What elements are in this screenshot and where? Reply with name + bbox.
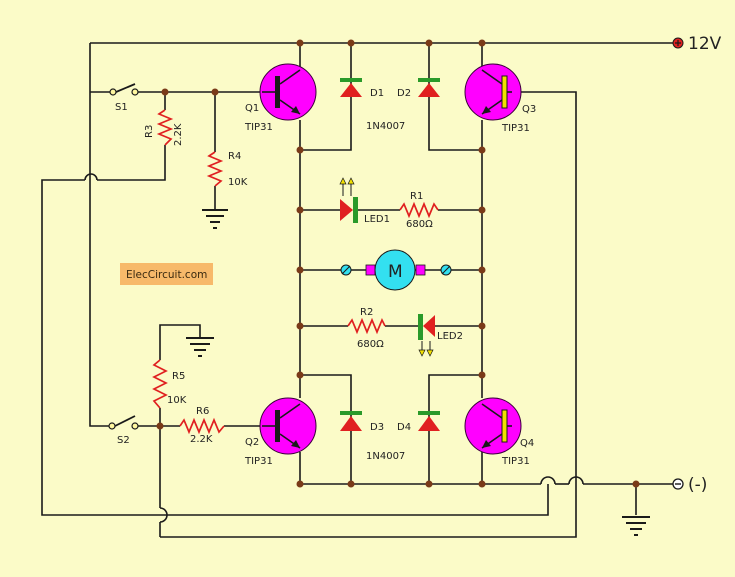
transistor-q2-part: TIP31: [244, 456, 273, 467]
ground-symbol: [186, 337, 214, 357]
resistor-r5-label: R5: [172, 371, 185, 382]
transistor-q3: Q3 TIP31: [464, 63, 536, 134]
diode-d3-label: D3: [370, 422, 384, 433]
diode-d1-label: D1: [370, 88, 384, 99]
led2-label: LED2: [437, 331, 463, 342]
led1-label: LED1: [364, 214, 390, 225]
watermark-text: ElecCircuit.com: [126, 269, 207, 281]
negative-supply-label: (-): [688, 475, 707, 495]
resistor-r6-value: 2.2K: [190, 434, 213, 445]
resistor-r6: R6 2.2K: [179, 406, 225, 445]
diode-d1: D1: [340, 78, 384, 99]
diode-part-top: 1N4007: [366, 121, 405, 132]
diode-d2: D2: [397, 78, 440, 99]
transistor-q3-label: Q3: [522, 104, 536, 115]
resistor-r5-value: 10K: [167, 395, 187, 406]
transistor-q1: Q1 TIP31: [244, 63, 317, 133]
diode-d3: D3: [340, 411, 384, 433]
switch-s1-label: S1: [115, 102, 128, 113]
resistor-r1-label: R1: [410, 191, 423, 202]
resistor-r4-label: R4: [228, 151, 241, 162]
switch-s2: S2: [108, 415, 139, 446]
resistor-r1-value: 680Ω: [406, 219, 433, 230]
motor: M: [340, 249, 452, 291]
transistor-q3-part: TIP31: [501, 123, 530, 134]
transistor-q1-label: Q1: [245, 103, 259, 114]
resistor-r4: R4 10K: [206, 151, 248, 188]
transistor-q4-part: TIP31: [501, 456, 530, 467]
junction-dots: [156, 39, 640, 488]
resistor-r3-label: R3: [144, 125, 155, 138]
resistor-r3-value: 2.2K: [173, 123, 184, 146]
resistor-r3: R3 2.2K: [144, 109, 184, 146]
wiring: [41, 42, 676, 538]
supply-voltage-label: 12V: [688, 34, 722, 54]
diode-d4-label: D4: [397, 422, 411, 433]
watermark: ElecCircuit.com: [120, 263, 213, 285]
transistor-q2: Q2 TIP31: [244, 397, 317, 467]
ground-symbol: [202, 209, 228, 229]
resistor-r2-value: 680Ω: [357, 339, 384, 350]
resistor-r5: R5 10K: [152, 359, 187, 409]
transistor-q1-part: TIP31: [244, 122, 273, 133]
switch-s2-label: S2: [117, 435, 130, 446]
transistor-q4-label: Q4: [520, 438, 534, 449]
transistor-q4: Q4 TIP31: [464, 397, 534, 467]
ground-symbol: [622, 516, 650, 536]
resistor-r2: R2 680Ω: [347, 307, 386, 350]
negative-terminal: (-): [672, 475, 707, 495]
resistor-r6-label: R6: [196, 406, 209, 417]
resistor-r4-value: 10K: [228, 177, 248, 188]
switch-s1: S1: [109, 83, 139, 113]
transistor-q2-label: Q2: [245, 437, 259, 448]
led1: LED1: [339, 177, 390, 225]
resistor-r1: R1 680Ω: [399, 191, 439, 230]
wire-crossovers: [84, 173, 584, 523]
led2: LED2: [418, 314, 463, 357]
motor-label: M: [388, 262, 403, 282]
diode-d2-label: D2: [397, 88, 411, 99]
diode-part-bottom: 1N4007: [366, 451, 405, 462]
positive-terminal: 12V: [672, 34, 722, 54]
resistor-r2-label: R2: [360, 307, 373, 318]
diode-d4: D4: [397, 411, 440, 433]
